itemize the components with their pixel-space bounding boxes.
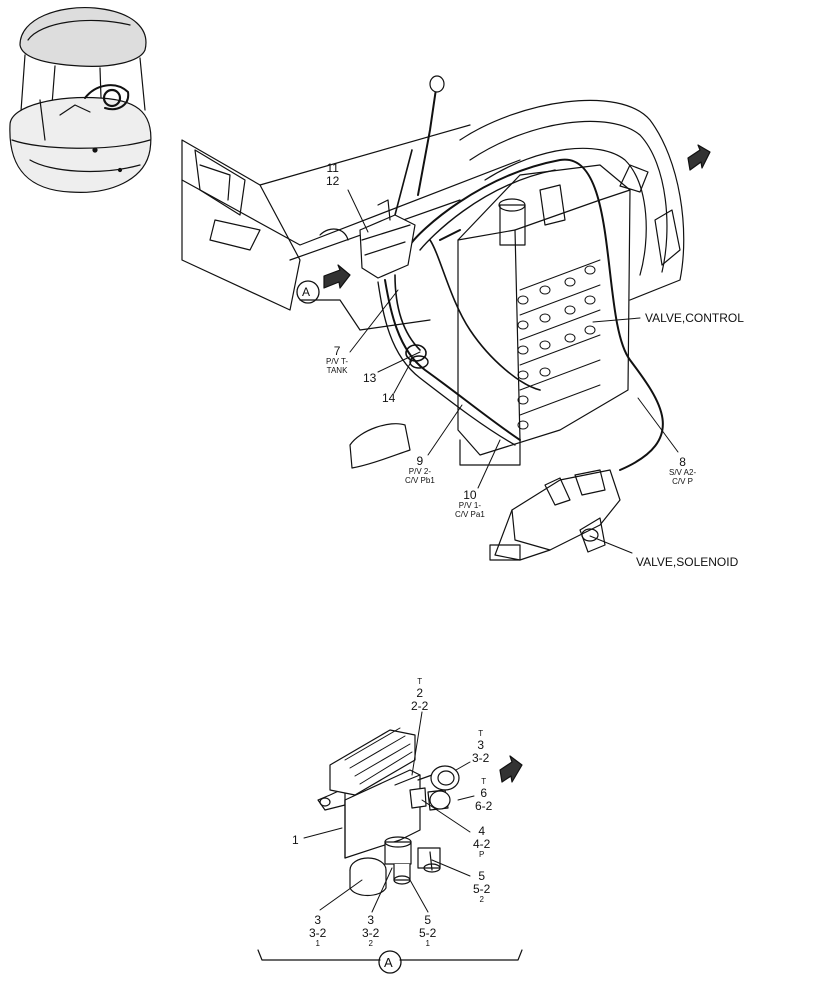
detail-5-2: 5-2 (473, 882, 491, 896)
detail-b3a-group: 3 3-2 1 (309, 914, 326, 948)
leader-lines-detail (303, 711, 475, 913)
detail-r3: 3 (477, 738, 485, 752)
callout-10: 10 (463, 488, 477, 502)
detail-callout-1: 1 (292, 833, 299, 847)
detail-b5-group: 5 5-2 1 (419, 914, 436, 948)
callout-8: 8 (679, 455, 686, 469)
valve-control-label: VALVE,CONTROL (645, 311, 744, 325)
detail-r3-2: 3-2 (472, 751, 490, 765)
detail-top-2-group: T 2 2-2 (411, 677, 429, 713)
callout-9-group: 9 P/V 2- C/V Pb1 (405, 455, 435, 485)
detail-b3a-2: 3-2 (309, 926, 327, 940)
callout-7: 7 (333, 344, 341, 358)
detail-r6-2: 6-2 (475, 799, 493, 813)
detail-5-group: 5 5-2 2 (473, 870, 490, 904)
detail-4: 4 (478, 824, 486, 838)
view-a-caption: A (384, 955, 393, 970)
main-assembly-illustration (181, 75, 711, 561)
pv1-line2: C/V Pa1 (455, 510, 485, 519)
detail-5: 5 (478, 869, 486, 883)
pv-t-tank-line1: P/V T- (326, 357, 349, 366)
detail-b3b: 3 (367, 913, 375, 927)
callout-10-group: 10 P/V 1- C/V Pa1 (455, 489, 485, 519)
detail-top-2-2: 2-2 (411, 699, 429, 713)
callout-8-group: 8 S/V A2- C/V P (669, 456, 696, 486)
detail-top-2: 2 (416, 686, 424, 700)
callout-11: 11 (326, 161, 339, 175)
pv2-line2: C/V Pb1 (405, 476, 435, 485)
detail-b5: 5 (424, 913, 432, 927)
callout-11-12: 11 12 (326, 162, 339, 187)
detail-r6: 6 (480, 786, 488, 800)
detail-b5-2: 5-2 (419, 926, 437, 940)
detail-b3a-sub: 1 (315, 939, 320, 948)
detail-4-2: 4-2 (473, 837, 491, 851)
pv2-line1: P/V 2- (408, 467, 432, 476)
detail-b3a: 3 (314, 913, 322, 927)
detail-4-group: 4 4-2 P (473, 825, 490, 859)
valve-solenoid-label: VALVE,SOLENOID (636, 555, 739, 569)
detail-b3b-group: 3 3-2 2 (362, 914, 379, 948)
sv-line2: C/V P (672, 477, 694, 486)
leader-lines-main (347, 189, 679, 554)
machine-overview-illustration (9, 6, 152, 193)
view-a-marker (296, 280, 320, 304)
detail-4-p: P (479, 850, 485, 859)
pv-t-tank-line2: TANK (326, 366, 348, 375)
callout-13: 13 (363, 371, 377, 385)
detail-b3b-2: 3-2 (362, 926, 380, 940)
detail-5-sub: 2 (479, 895, 484, 904)
callout-12: 12 (326, 174, 340, 188)
view-a-bracket (257, 949, 523, 961)
detail-top-t: T (417, 677, 423, 686)
callout-14: 14 (382, 391, 396, 405)
detail-r6-t: T (481, 777, 487, 786)
detail-b5-sub: 1 (425, 939, 430, 948)
detail-r6-group: T 6 6-2 (475, 777, 493, 813)
view-a-marker-label: A (302, 285, 311, 299)
callout-9: 9 (416, 454, 424, 468)
detail-b3b-sub: 2 (368, 939, 373, 948)
pv1-line1: P/V 1- (458, 501, 482, 510)
view-a-label-circle (378, 950, 402, 974)
detail-a-illustration (317, 727, 523, 897)
sv-line1: S/V A2- (669, 468, 697, 477)
detail-r3-group: T 3 3-2 (472, 729, 490, 765)
callout-7-group: 7 P/V T- TANK (326, 345, 348, 375)
detail-r3-t: T (478, 729, 484, 738)
